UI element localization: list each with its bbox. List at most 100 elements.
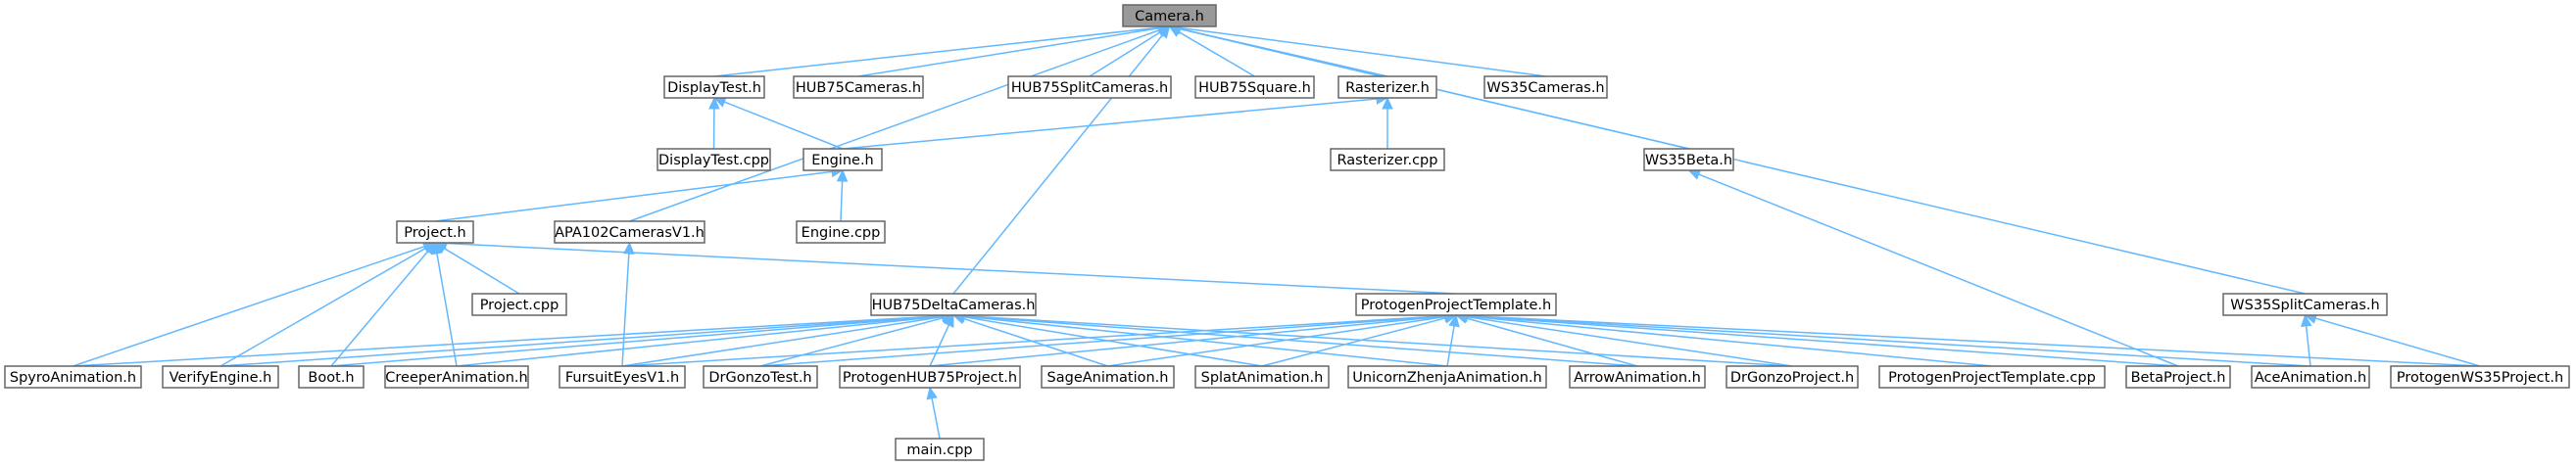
node-ace[interactable]: AceAnimation.h bbox=[2251, 365, 2370, 389]
node-displaytest[interactable]: DisplayTest.h bbox=[663, 75, 765, 99]
node-label: HUB75Cameras.h bbox=[796, 80, 921, 96]
edge-creeper-to-project bbox=[436, 253, 458, 367]
node-protopttcpp[interactable]: ProtogenProjectTemplate.cpp bbox=[1878, 365, 2106, 389]
edge-verify-to-hub75delta bbox=[219, 315, 944, 367]
arrowhead-rasterizercpp-to-rasterizer bbox=[1382, 96, 1393, 110]
node-box bbox=[2251, 365, 2370, 389]
node-box bbox=[1122, 4, 1217, 27]
edge-hub75delta-to-camera bbox=[952, 34, 1164, 295]
node-rasterizercpp[interactable]: Rasterizer.cpp bbox=[1330, 148, 1445, 171]
node-unicorn[interactable]: UnicornZhenjaAnimation.h bbox=[1347, 365, 1547, 389]
edge-boot-to-project bbox=[330, 250, 429, 367]
node-label: WS35Beta.h bbox=[1645, 153, 1732, 168]
node-box bbox=[796, 220, 886, 244]
arrowhead-hub75delta-to-camera bbox=[1157, 25, 1171, 39]
node-label: FursuitEyesV1.h bbox=[565, 370, 679, 386]
node-box bbox=[2222, 293, 2388, 316]
node-protohub75[interactable]: ProtogenHUB75Project.h bbox=[839, 365, 1021, 389]
node-box bbox=[656, 148, 771, 171]
node-label: HUB75SplitCameras.h bbox=[1011, 80, 1168, 96]
node-box bbox=[802, 148, 883, 171]
node-label: Project.h bbox=[404, 225, 465, 241]
node-box bbox=[703, 365, 818, 389]
node-ws35split[interactable]: WS35SplitCameras.h bbox=[2222, 293, 2388, 316]
node-label: Rasterizer.h bbox=[1345, 80, 1430, 96]
node-label: CreeperAnimation.h bbox=[385, 370, 527, 386]
node-project[interactable]: Project.h bbox=[396, 220, 474, 244]
edge-protogenpt-to-project bbox=[445, 242, 1457, 295]
node-label: SageAnimation.h bbox=[1047, 370, 1169, 386]
node-box bbox=[1643, 148, 1734, 171]
node-ws35beta[interactable]: WS35Beta.h bbox=[1643, 148, 1734, 171]
node-hub75cams[interactable]: HUB75Cameras.h bbox=[793, 75, 924, 99]
edge-boot-to-hub75delta bbox=[330, 315, 944, 367]
edge-hub75square-to-camera bbox=[1178, 30, 1255, 77]
node-rasterizer[interactable]: Rasterizer.h bbox=[1337, 75, 1437, 99]
node-drgonzotest[interactable]: DrGonzoTest.h bbox=[703, 365, 818, 389]
node-hub75delta[interactable]: HUB75DeltaCameras.h bbox=[870, 293, 1037, 316]
node-protogenpt[interactable]: ProtogenProjectTemplate.h bbox=[1355, 293, 1557, 316]
node-label: DisplayTest.h bbox=[667, 80, 761, 96]
node-label: DrGonzoTest.h bbox=[708, 370, 811, 386]
node-verify[interactable]: VerifyEngine.h bbox=[162, 365, 279, 389]
edge-enginecpp-to-engine bbox=[840, 180, 844, 222]
edge-verify-to-project bbox=[219, 247, 426, 367]
node-box bbox=[895, 438, 985, 461]
node-apa102[interactable]: APA102CamerasV1.h bbox=[554, 220, 705, 244]
node-displaytestcpp[interactable]: DisplayTest.cpp bbox=[656, 148, 771, 171]
arrowhead-betaproj-to-ws35beta bbox=[1687, 168, 1702, 180]
edge-ws35cams-to-camera bbox=[1180, 26, 1546, 77]
node-boot[interactable]: Boot.h bbox=[298, 365, 365, 389]
node-sage[interactable]: SageAnimation.h bbox=[1041, 365, 1175, 389]
node-label: WS35Cameras.h bbox=[1486, 80, 1604, 96]
node-projectcpp[interactable]: Project.cpp bbox=[471, 293, 567, 316]
node-label: DrGonzoProject.h bbox=[1730, 370, 1854, 386]
node-label: ProtogenHUB75Project.h bbox=[843, 370, 1017, 386]
edge-creeper-to-hub75delta bbox=[456, 315, 944, 367]
node-box bbox=[1725, 365, 1859, 389]
node-engine[interactable]: Engine.h bbox=[802, 148, 883, 171]
node-arrow[interactable]: ArrowAnimation.h bbox=[1569, 365, 1706, 389]
node-box bbox=[1878, 365, 2106, 389]
node-box bbox=[2390, 365, 2570, 389]
node-box bbox=[384, 365, 529, 389]
node-label: ArrowAnimation.h bbox=[1574, 370, 1701, 386]
node-box bbox=[162, 365, 279, 389]
node-hub75square[interactable]: HUB75Square.h bbox=[1194, 75, 1315, 99]
node-box bbox=[1194, 365, 1330, 389]
node-enginecpp[interactable]: Engine.cpp bbox=[796, 220, 886, 244]
node-protows35[interactable]: ProtogenWS35Project.h bbox=[2390, 365, 2570, 389]
node-label: Engine.cpp bbox=[802, 225, 881, 241]
node-hub75split[interactable]: HUB75SplitCameras.h bbox=[1007, 75, 1172, 99]
node-label: Engine.h bbox=[811, 153, 874, 168]
node-fursuit[interactable]: FursuitEyesV1.h bbox=[559, 365, 686, 389]
node-maincpp[interactable]: main.cpp bbox=[895, 438, 985, 461]
node-box bbox=[793, 75, 924, 99]
arrowhead-maincpp-to-protohub75 bbox=[926, 386, 938, 400]
node-label: BetaProject.h bbox=[2131, 370, 2226, 386]
node-label: APA102CamerasV1.h bbox=[555, 225, 705, 241]
node-label: UnicornZhenjaAnimation.h bbox=[1352, 370, 1541, 386]
node-label: HUB75Square.h bbox=[1198, 80, 1311, 96]
node-box bbox=[1355, 293, 1557, 316]
node-label: SplatAnimation.h bbox=[1201, 370, 1324, 386]
node-box bbox=[870, 293, 1037, 316]
node-box bbox=[1337, 75, 1437, 99]
edge-betaproj-to-protogenpt bbox=[1466, 315, 2179, 367]
node-betaproj[interactable]: BetaProject.h bbox=[2125, 365, 2231, 389]
node-ws35cams[interactable]: WS35Cameras.h bbox=[1483, 75, 1608, 99]
node-drgonzoproj[interactable]: DrGonzoProject.h bbox=[1725, 365, 1859, 389]
node-spyro[interactable]: SpyroAnimation.h bbox=[4, 365, 142, 389]
node-label: ProtogenWS35Project.h bbox=[2397, 370, 2563, 386]
edge-spyro-to-project bbox=[73, 245, 425, 367]
node-box bbox=[1569, 365, 1706, 389]
node-creeper[interactable]: CreeperAnimation.h bbox=[384, 365, 529, 389]
node-label: WS35SplitCameras.h bbox=[2230, 298, 2379, 313]
node-splat[interactable]: SplatAnimation.h bbox=[1194, 365, 1330, 389]
edge-protohub75-to-hub75delta bbox=[929, 324, 950, 367]
node-box bbox=[1041, 365, 1175, 389]
node-camera[interactable]: Camera.h bbox=[1122, 4, 1217, 27]
edge-fursuit-to-protogenpt bbox=[621, 314, 1446, 367]
edge-ace-to-protogenpt bbox=[1466, 314, 2311, 367]
